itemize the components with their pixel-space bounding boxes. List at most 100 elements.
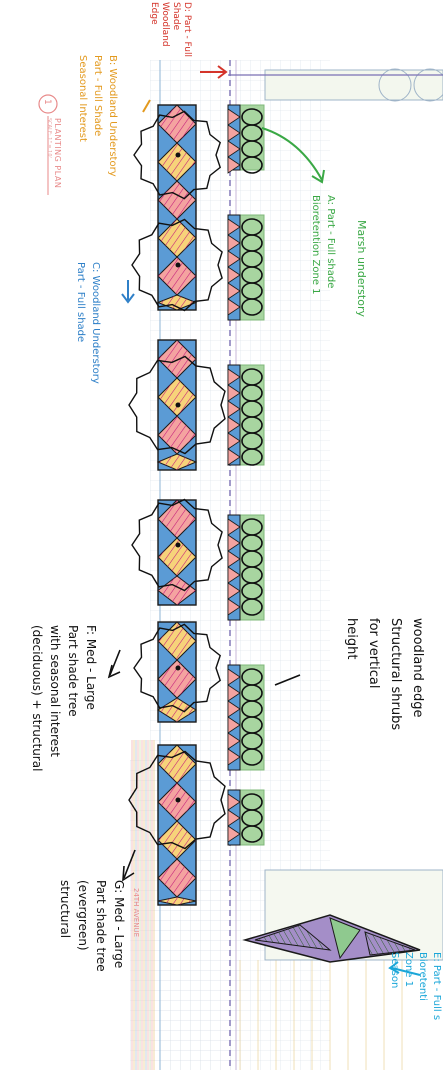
street-name: 24TH AVENUE xyxy=(132,888,140,938)
bed-hatch xyxy=(158,660,196,698)
strip-triangle xyxy=(227,108,241,126)
strip-triangle xyxy=(227,534,241,552)
strip-triangle xyxy=(227,266,241,284)
strip-triangle xyxy=(227,732,241,750)
strip-triangle xyxy=(227,566,241,584)
bed-hatch xyxy=(158,745,196,783)
strip-triangle xyxy=(227,825,241,843)
bed-hatch xyxy=(158,821,196,859)
bed-hatch xyxy=(158,295,196,310)
tree-trunk-dot xyxy=(175,262,181,268)
arrow-icon xyxy=(391,967,421,976)
bed-e-green xyxy=(364,931,416,956)
shrub-icon xyxy=(241,825,263,843)
zone-g-label: G: Med - Large Part shade tree (evergree… xyxy=(58,880,126,972)
zone-a-label: A: Part - Full shade Bioretention Zone 1 xyxy=(310,195,336,295)
strip-triangle xyxy=(227,298,241,316)
sheet-number-circle xyxy=(38,94,58,114)
tree-canopies xyxy=(128,110,226,850)
shrub-icon xyxy=(241,448,263,466)
arrow-icon xyxy=(311,169,325,184)
strip-triangle xyxy=(227,282,241,300)
arrow-icon xyxy=(123,849,136,879)
strip-triangle xyxy=(227,700,241,718)
strip-triangle xyxy=(227,550,241,568)
woodland-edge-label: woodland edge Structural shrubs for vert… xyxy=(344,618,425,731)
bed-hatch xyxy=(158,622,196,660)
arrow-icon xyxy=(107,664,121,679)
street-lines xyxy=(131,740,403,1070)
bed-hatch xyxy=(158,500,196,538)
tree-canopy-icon xyxy=(133,110,222,200)
tree-canopy-icon xyxy=(128,750,226,850)
bed-hatch xyxy=(158,378,196,416)
bed-hatch xyxy=(158,181,196,219)
strip-triangle xyxy=(227,448,241,466)
arrow-icon xyxy=(274,674,301,686)
strip-triangle xyxy=(227,598,241,616)
bioretention-shrubs xyxy=(227,104,265,846)
bed-e-green xyxy=(329,917,361,960)
tree-trunk-dot xyxy=(175,665,181,671)
strip-triangle xyxy=(227,250,241,268)
strip-triangle xyxy=(227,716,241,734)
strip-triangle xyxy=(227,368,241,386)
bed-hatch xyxy=(158,143,196,181)
bed-hatch xyxy=(158,416,196,454)
zone-c-label: C: Woodland Understory Part - Full shade xyxy=(75,262,101,384)
strip-triangle xyxy=(227,582,241,600)
sheet-scale: SCALE: 1" = 10' xyxy=(46,118,52,158)
zone-f-label: F: Med - Large Part shade tree with seas… xyxy=(30,625,98,772)
tree-trunk-dot xyxy=(175,797,181,803)
tree-trunk-dot xyxy=(175,152,181,158)
strip-triangle xyxy=(227,218,241,236)
arrow-icon xyxy=(388,961,400,974)
strip-triangle xyxy=(227,809,241,827)
tree-canopy-icon xyxy=(133,623,222,713)
zone-a-title: Marsh understory xyxy=(355,220,368,317)
tree-canopy-icon xyxy=(131,498,223,592)
strip-triangle xyxy=(227,384,241,402)
strip-triangle xyxy=(227,400,241,418)
bed-e-green xyxy=(254,924,332,951)
strip-triangle xyxy=(227,140,241,158)
strip-triangle xyxy=(227,518,241,536)
bed-hatch xyxy=(158,897,196,905)
arrow-icon xyxy=(109,649,121,676)
bed-hatch xyxy=(158,257,196,295)
scale-circle-icon xyxy=(413,68,443,102)
strip-triangle xyxy=(227,748,241,766)
zone-d-label: D: Part - Full Shade Woodland Edge xyxy=(149,2,192,57)
arrow-icon xyxy=(261,127,323,181)
shrub-icon xyxy=(241,298,263,316)
arrow-icon xyxy=(217,65,228,79)
bed-hatch xyxy=(158,219,196,257)
bed-hatch xyxy=(158,538,196,576)
tree-canopy-icon xyxy=(131,218,223,312)
arrow-icon xyxy=(142,99,151,113)
zone-e-label: E: Part - Full s Bioretenti Zone 1 Seaso… xyxy=(389,952,442,1021)
arrow-icon xyxy=(121,293,135,304)
bed-hatch xyxy=(158,340,196,378)
arrow-icon xyxy=(122,865,135,882)
bed-hatch xyxy=(158,454,196,470)
strip-triangle xyxy=(227,793,241,811)
tree-trunk-dot xyxy=(175,402,181,408)
planting-beds xyxy=(156,104,198,906)
shrub-icon xyxy=(241,598,263,616)
shrub-icon xyxy=(241,748,263,766)
sheet-number: 1 xyxy=(42,99,52,105)
zone-b-label: B: Woodland Understory Part - Full Shade… xyxy=(77,55,118,177)
strip-triangle xyxy=(227,432,241,450)
strip-triangle xyxy=(227,124,241,142)
tree-canopy-icon xyxy=(128,355,226,455)
scale-circle-icon xyxy=(378,68,412,102)
strip-triangle xyxy=(227,668,241,686)
tree-trunk-dot xyxy=(175,542,181,548)
strip-triangle xyxy=(227,416,241,434)
strip-triangle xyxy=(227,156,241,174)
bed-hatch xyxy=(158,698,196,722)
shrub-icon xyxy=(241,156,263,174)
